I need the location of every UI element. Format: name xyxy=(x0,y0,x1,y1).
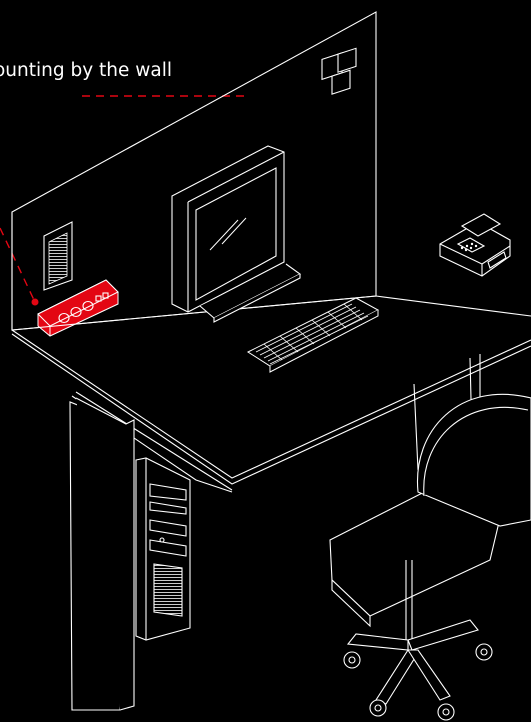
wall-vent-panel xyxy=(44,222,72,290)
overlapping-squares-icon xyxy=(322,48,356,94)
leader-dot xyxy=(32,299,39,306)
telephone xyxy=(440,214,510,276)
pc-tower xyxy=(136,458,190,640)
monitor xyxy=(172,146,300,322)
office-chair xyxy=(330,394,531,720)
keyboard xyxy=(248,298,378,372)
